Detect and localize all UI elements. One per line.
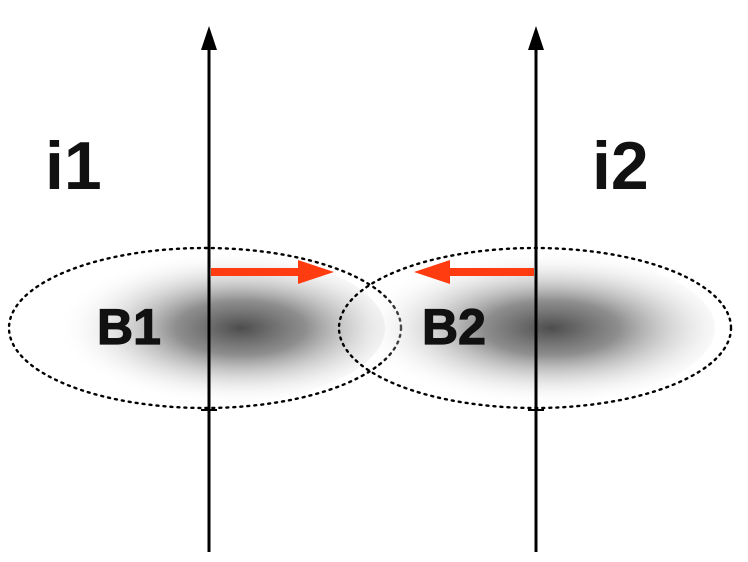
- wire-1: [201, 26, 217, 552]
- current-label-i2: i2: [592, 128, 649, 204]
- current-label-i1: i1: [45, 128, 102, 204]
- arrow-up-icon: [201, 26, 217, 50]
- arrow-up-icon: [528, 26, 544, 50]
- field-label-b2: B2: [422, 299, 486, 355]
- field-shading-b2: [325, 250, 715, 406]
- arrow-left-icon: [414, 260, 450, 284]
- field-label-b1: B1: [97, 299, 161, 355]
- force-arrow-2: [414, 260, 534, 284]
- arrow-right-icon: [298, 260, 334, 284]
- field-shading-b1: [15, 250, 385, 406]
- force-arrow-1: [211, 260, 334, 284]
- wire-2: [528, 26, 544, 552]
